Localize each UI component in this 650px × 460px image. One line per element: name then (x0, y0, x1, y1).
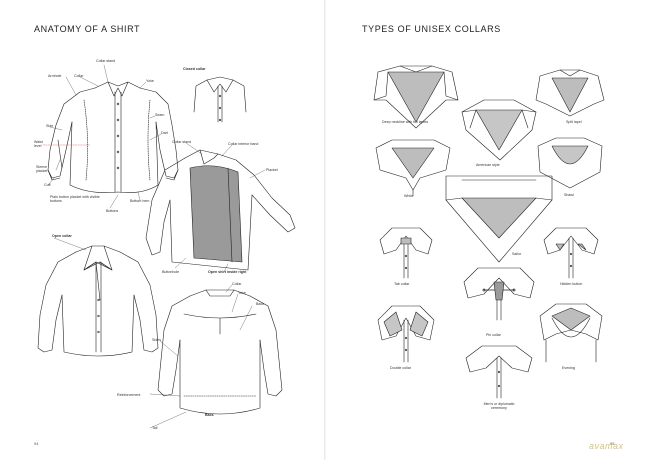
label-yoke-back: Yoke (238, 291, 246, 295)
label-collar-back: Collar (232, 282, 241, 286)
collar-white-drawing (376, 140, 450, 196)
back-shirt-drawing (158, 290, 282, 414)
collar-deep-neckline-drawing (374, 66, 458, 128)
label-collar: Collar (74, 74, 83, 78)
collar-hidden-button-drawing (544, 228, 598, 278)
label-open-collar: Open collar (52, 234, 72, 238)
label-collar-interior-band: Collar interior band (228, 142, 258, 146)
left-page-title: ANATOMY OF A SHIRT (34, 24, 140, 34)
front-leader-lines (48, 65, 161, 208)
open-collar-shirt-drawing (38, 246, 158, 356)
collar-split-lapel-drawing (536, 70, 604, 116)
label-waist-level: Waist level (34, 140, 48, 148)
label-evening: Evening (562, 366, 575, 370)
label-bottom-hem: Bottom hem (130, 199, 149, 203)
label-tail: Tail (152, 426, 157, 430)
label-double-collar: Double collar (390, 366, 411, 370)
label-buttonhole: Buttonhole (162, 270, 179, 274)
label-white: White (404, 194, 413, 198)
collar-tab-drawing (380, 228, 432, 278)
left-page-number: 94 (34, 441, 38, 446)
back-leader-lines (150, 285, 252, 428)
label-placket: Placket (266, 168, 278, 172)
label-buttons: Buttons (106, 209, 118, 213)
label-american-style: American style (476, 163, 500, 167)
label-deep-neckline: Deep neckline with full lapels (382, 120, 428, 124)
label-reinforcement: Reinforcement (117, 393, 140, 397)
collar-pin-drawing (464, 268, 534, 320)
front-shirt-drawing (48, 82, 178, 193)
label-mens-diplomatic: Men's or diplomatic ceremony (482, 402, 516, 410)
label-collar-stand-mid: Collar stand (172, 140, 191, 144)
label-back-title: Back (205, 413, 214, 417)
collar-american-drawing (462, 100, 536, 160)
collar-diplomatic-drawing (466, 346, 532, 398)
label-back-panel: Back (256, 302, 264, 306)
collar-evening-drawing (540, 304, 602, 362)
label-dart: Dart (161, 131, 168, 135)
label-pin-collar: Pin collar (486, 333, 501, 337)
label-side: Side (46, 124, 53, 128)
collar-double-drawing (378, 306, 434, 362)
label-sailor: Sailor (512, 252, 521, 256)
collar-shawl-drawing (538, 138, 602, 188)
label-cuff: Cuff (44, 183, 51, 187)
right-page-title: TYPES OF UNISEX COLLARS (362, 24, 501, 34)
label-tab-collar: Tab collar (394, 282, 409, 286)
label-seam: Seam (155, 113, 164, 117)
label-sides: Sides (152, 338, 161, 342)
label-closed-collar: Closed collar (183, 67, 206, 71)
watermark: avamax (589, 441, 624, 451)
label-split-lapel: Split lapel (566, 120, 582, 124)
label-yoke: Yoke (146, 79, 154, 83)
closed-collar-drawing (194, 77, 246, 122)
collar-sailor-drawing (446, 176, 552, 262)
label-armhole: Armhole (48, 74, 61, 78)
label-open-shirt-inside-right: Open shirt inside right (208, 270, 246, 274)
label-collar-stand-top: Collar stand (96, 59, 115, 63)
open-collar-leader (54, 238, 86, 250)
label-plain-button-placket: Plain button placket with visible button… (50, 195, 104, 203)
label-shawl: Shawl (564, 193, 574, 197)
label-hidden-button: Hidden button (560, 282, 582, 286)
label-sleeve-placket: Sleeve placket (36, 165, 54, 173)
